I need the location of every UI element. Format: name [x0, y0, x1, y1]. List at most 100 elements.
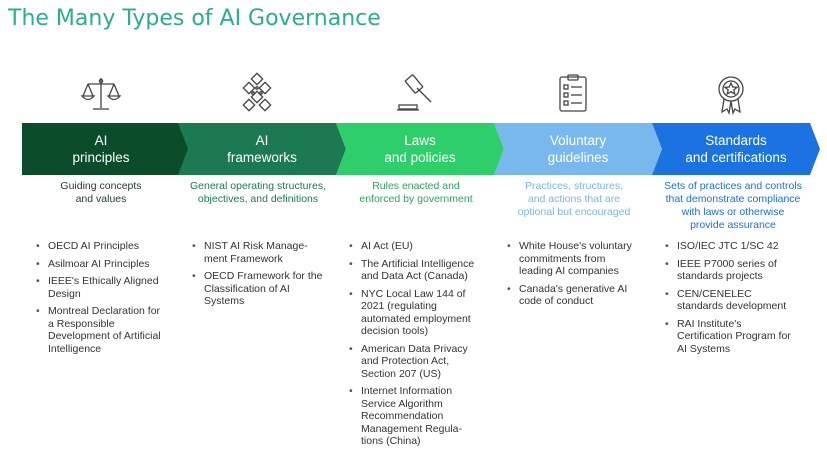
example-list: OECD AI PrinciplesAsilmoar AI Principles… — [34, 240, 179, 360]
list-item-line: AI Systems — [677, 342, 731, 355]
list-item-line: NIST AI Risk Manage- — [204, 240, 308, 252]
list-item-line: Management Regula- — [361, 422, 462, 435]
description-line: with laws or otherwise — [681, 206, 785, 218]
scales-icon — [22, 72, 180, 118]
description-line: Guiding concepts — [60, 180, 142, 192]
award-icon — [652, 72, 810, 118]
network-icon — [178, 72, 336, 118]
list-item-line: White House's voluntary — [519, 240, 632, 252]
list-item-line: leading AI companies — [519, 265, 619, 277]
list-item-line: IEEE P7000 series of — [677, 257, 777, 270]
list-item-line: Montreal Declaration for — [48, 305, 161, 317]
chevron-1 — [22, 123, 190, 175]
chevron-heading-line: AI — [94, 133, 108, 148]
list-item-line: commitments from — [519, 252, 606, 265]
list-item-line: standards projects — [677, 270, 763, 282]
chevron-heading-line: Laws — [404, 133, 436, 148]
list-item-line: a Responsible — [48, 317, 115, 330]
page-title: The Many Types of AI Governance — [8, 6, 381, 31]
description-line: and actions that are — [527, 193, 621, 205]
chevron-heading-line: guidelines — [547, 150, 609, 165]
list-item: Asilmoar AI Principles — [34, 258, 179, 271]
example-list: NIST AI Risk Manage-ment FrameworkOECD F… — [190, 240, 335, 313]
chevron-5 — [652, 123, 820, 175]
list-item-line: NYC Local Law 144 of — [361, 287, 466, 300]
example-list: AI Act (EU) The Artificial Intelligencean… — [347, 240, 492, 453]
description-line: enforced by government — [359, 193, 473, 205]
list-item-line: automated employment — [361, 312, 471, 325]
column-description: Practices, structures,and actions that a… — [494, 180, 654, 219]
list-item-line: Asilmoar AI Principles — [48, 257, 150, 270]
chevron-heading-line: principles — [72, 150, 130, 165]
list-item-line: 2021 (regulating — [361, 300, 437, 312]
description-line: General operating structures, — [190, 180, 326, 192]
list-item-line: AI Act (EU) — [361, 240, 413, 252]
chevron-label-3: Laws and policies — [346, 123, 494, 175]
list-item-line: Section 207 (US) — [361, 367, 441, 380]
list-item-line: American Data Privacy — [361, 342, 468, 355]
list-item-line: Recommendation — [361, 410, 444, 422]
chevron-banner — [22, 123, 820, 175]
list-item: ISO/IEC JTC 1/SC 42 — [663, 240, 808, 253]
list-item-line: Systems — [204, 295, 245, 307]
list-item-line: decision tools) — [361, 325, 429, 337]
list-item: AI Act (EU) — [347, 240, 492, 253]
chevron-heading-line: Voluntary — [549, 133, 607, 148]
list-item-line: The Artificial Intelligence — [361, 257, 475, 270]
list-item-line: tions (China) — [361, 435, 421, 447]
list-item-line: code of conduct — [519, 295, 594, 307]
chevron-4 — [494, 123, 662, 175]
gavel-icon — [336, 72, 494, 118]
list-item-line: Design — [48, 287, 81, 300]
description-line: objectives, and definitions — [197, 193, 319, 205]
chevron-label-5: Standards and certifications — [662, 123, 810, 175]
list-item-line: ISO/IEC JTC 1/SC 42 — [677, 240, 779, 252]
list-item-line: standards development — [677, 300, 787, 312]
list-item: OECD AI Principles — [34, 240, 179, 253]
example-list: ISO/IEC JTC 1/SC 42IEEE P7000 series ofs… — [663, 240, 808, 360]
list-item-line: CEN/CENELEC — [677, 287, 752, 300]
description-line: optional but encouraged — [517, 206, 631, 218]
chevron-label-4: Voluntary guidelines — [504, 123, 652, 175]
list-item-line: Canada's generative AI — [519, 282, 628, 295]
list-item-line: Development of Artificial — [48, 330, 161, 342]
list-item: NIST AI Risk Manage-ment Framework — [190, 240, 335, 265]
description-line: Rules enacted and — [372, 180, 460, 192]
chevron-heading-line: and certifications — [685, 150, 787, 165]
list-item-line: OECD Framework for the — [204, 270, 323, 282]
list-item-line: Classification of AI — [204, 282, 290, 295]
chevron-2 — [178, 123, 346, 175]
description-line: that demonstrate compliance — [665, 193, 801, 205]
chevron-label-2: AI frameworks — [188, 123, 336, 175]
chevron-label-1: AI principles — [22, 123, 180, 175]
list-item-line: Internet Information — [361, 385, 453, 397]
chevron-heading-line: AI — [255, 133, 269, 148]
list-item-line: Certification Program for — [677, 330, 791, 342]
list-item-line: RAI Institute's — [677, 317, 742, 330]
list-item-line: and Data Act (Canada) — [361, 270, 468, 282]
chevron-heading-line: Standards — [705, 133, 767, 148]
checklist-icon — [494, 72, 652, 118]
chevron-heading-line: and policies — [384, 150, 456, 165]
column-description: General operating structures,objectives,… — [183, 180, 333, 206]
chevron-heading-line: frameworks — [227, 150, 297, 165]
chevron-3 — [336, 123, 504, 175]
description-line: Sets of practices and controls — [664, 180, 802, 192]
list-item-line: ment Framework — [204, 252, 283, 265]
description-line: provide assurance — [690, 219, 776, 231]
description-line: and values — [75, 193, 127, 205]
